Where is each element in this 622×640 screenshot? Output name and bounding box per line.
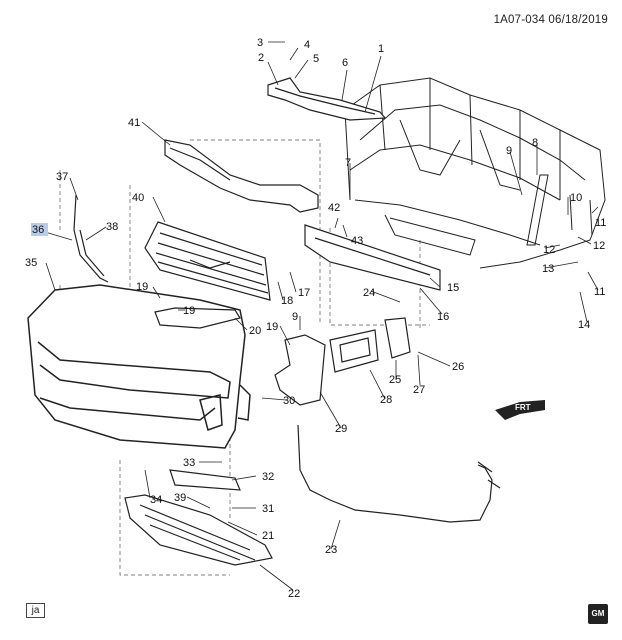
part-number-24: 24 [363, 287, 375, 299]
wiring-harness [297, 424, 501, 523]
part-number-41: 41 [128, 117, 140, 129]
part-number-13: 13 [542, 263, 554, 275]
part-number-2: 2 [258, 52, 264, 64]
highlight-box [31, 223, 48, 236]
leader-lines [44, 41, 599, 591]
front-direction-arrow: FRT [495, 400, 545, 420]
part-number-43: 43 [351, 235, 363, 247]
energy-absorber-bar [164, 139, 319, 213]
part-number-1: 1 [378, 43, 384, 55]
part-number-21: 21 [262, 530, 274, 542]
part-number-17: 17 [298, 287, 310, 299]
lower-trim [169, 469, 241, 491]
part-number-9a: 9 [506, 145, 512, 157]
deflector-part [154, 307, 241, 329]
part-number-26: 26 [452, 361, 464, 373]
part-number-11b: 11 [594, 286, 605, 298]
frt-label: FRT [515, 403, 531, 412]
corner-code-box: ja [26, 603, 45, 618]
part-number-27: 27 [413, 384, 425, 396]
part-number-37: 37 [56, 171, 68, 183]
part-number-4: 4 [304, 39, 310, 51]
upper-bracket-part [267, 77, 387, 121]
part-number-36: 36 [32, 224, 44, 236]
trim-strip [73, 194, 109, 283]
part-labels: 1 2 3 4 5 6 7 8 9 9 10 11 11 12 12 13 14… [25, 37, 606, 600]
part-number-33: 33 [183, 457, 195, 469]
part-number-39: 39 [174, 492, 186, 504]
part-number-20: 20 [249, 325, 261, 337]
part-number-32: 32 [262, 471, 274, 483]
part-number-12a: 12 [543, 244, 555, 256]
gm-logo: GM [588, 604, 608, 624]
part-number-3: 3 [257, 37, 263, 49]
part-number-40: 40 [132, 192, 144, 204]
upper-grille [144, 221, 271, 301]
part-number-16: 16 [437, 311, 449, 323]
part-number-14: 14 [578, 319, 590, 331]
lower-grille [124, 494, 273, 566]
part-number-11a: 11 [595, 217, 606, 229]
part-number-6: 6 [342, 57, 348, 69]
side-brackets [274, 317, 411, 406]
part-number-42: 42 [328, 202, 340, 214]
part-number-38: 38 [106, 221, 118, 233]
part-number-10: 10 [570, 192, 582, 204]
part-number-22: 22 [288, 588, 300, 600]
part-number-9b: 9 [292, 311, 298, 323]
part-number-18: 18 [281, 295, 293, 307]
part-number-12b: 12 [593, 240, 605, 252]
lower-reinforcement [304, 224, 441, 291]
part-number-19c: 19 [266, 321, 278, 333]
part-number-7: 7 [345, 157, 351, 169]
part-number-15: 15 [447, 282, 459, 294]
part-number-19a: 19 [136, 281, 148, 293]
part-number-28: 28 [380, 394, 392, 406]
part-number-30: 30 [283, 395, 295, 407]
part-number-34: 34 [150, 494, 162, 506]
part-number-31: 31 [262, 503, 274, 515]
vehicle-body-structure [344, 77, 606, 269]
part-number-23: 23 [325, 544, 337, 556]
part-number-8: 8 [532, 137, 538, 149]
part-number-19b: 19 [183, 305, 195, 317]
part-number-5: 5 [313, 53, 319, 65]
diagram-code-date: 1A07-034 06/18/2019 [493, 14, 608, 26]
part-number-29: 29 [335, 423, 347, 435]
part-number-35: 35 [25, 257, 37, 269]
part-number-25: 25 [389, 374, 401, 386]
